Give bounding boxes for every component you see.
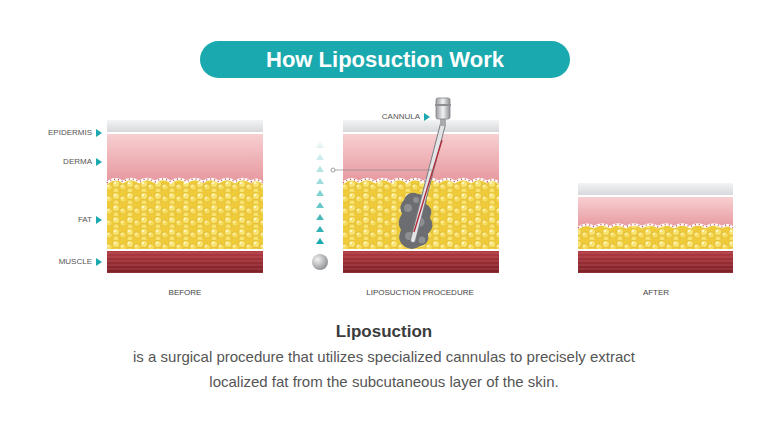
caption-text: is a surgical procedure that utilizes sp… [112, 344, 656, 394]
panel-label: LIPOSUCTION PROCEDURE [320, 287, 520, 299]
skin-after [578, 183, 733, 273]
panel-label: BEFORE [105, 287, 265, 299]
label-pointers [96, 113, 430, 266]
layer-label: MUSCLE [12, 256, 92, 268]
caption-heading: Liposuction [234, 320, 534, 344]
layer-label: EPIDERMIS [12, 127, 92, 139]
skin-procedure [343, 120, 499, 273]
suction-arrows [312, 142, 328, 270]
layer-label: FAT [12, 214, 92, 226]
skin-before [107, 120, 263, 273]
leader-line [331, 168, 434, 172]
panel-label: AFTER [576, 287, 736, 299]
part-label: CANNULA [330, 111, 420, 123]
title-pill: How Liposuction Work [200, 41, 570, 78]
layer-label: DERMA [12, 156, 92, 168]
